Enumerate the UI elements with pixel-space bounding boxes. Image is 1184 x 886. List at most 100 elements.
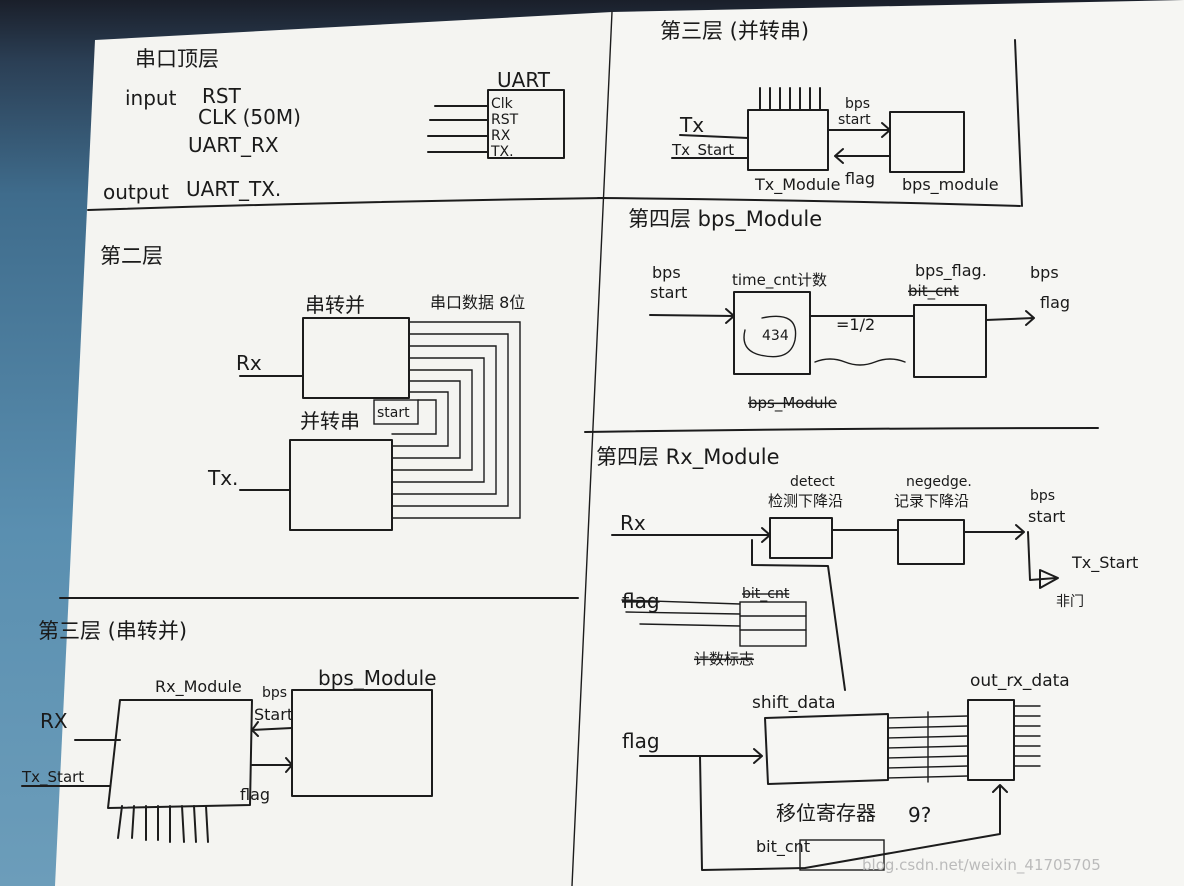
s2p-start-label: Start bbox=[254, 705, 293, 724]
negedge-box bbox=[897, 519, 965, 565]
shift-data-label: shift_data bbox=[752, 693, 836, 713]
shift-bus-lines bbox=[887, 711, 969, 783]
p2s-bps-box bbox=[889, 111, 965, 173]
p2s-tx-wire bbox=[679, 134, 749, 139]
center-fold bbox=[571, 11, 613, 886]
p2s-bps-module-label: bps_module bbox=[902, 175, 999, 195]
tx-module-label: Tx_Module bbox=[754, 175, 840, 195]
s2p-label: 串转并 bbox=[305, 293, 365, 317]
s2p-flag-label: flag bbox=[240, 785, 270, 804]
detect-en: detect bbox=[790, 474, 835, 490]
second-layer-title: 第二层 bbox=[100, 244, 163, 268]
uart-port-lines bbox=[427, 105, 489, 153]
out-data-lines bbox=[1013, 705, 1041, 767]
shift-register-box bbox=[764, 713, 889, 785]
divider-1 bbox=[87, 197, 606, 211]
rx-module-box bbox=[107, 699, 253, 809]
detect-cn: 检测下降沿 bbox=[768, 492, 843, 510]
rx4-branch bbox=[1027, 531, 1057, 581]
negedge-en: negedge. bbox=[906, 474, 972, 490]
s2p-rx-label: RX bbox=[40, 709, 68, 733]
tx-label: Tx. bbox=[207, 466, 238, 490]
detect-box bbox=[769, 517, 833, 559]
rx4-bps: bps bbox=[1030, 488, 1055, 504]
top-layer-title: 串口顶层 bbox=[135, 47, 219, 71]
output-label: output bbox=[103, 180, 169, 204]
negedge-cn: 记录下降沿 bbox=[894, 492, 969, 510]
fourth-rx-section: 第四层 Rx_Module Rx detect 检测下降沿 negedge. 记… bbox=[596, 445, 1138, 875]
uart-module-box bbox=[487, 89, 565, 159]
p2s-label: 并转串 bbox=[300, 409, 360, 433]
third-s2p-title: 第三层 (串转并) bbox=[38, 619, 187, 643]
data-bus-lines bbox=[391, 321, 521, 519]
time-cnt-label: time_cnt计数 bbox=[732, 271, 827, 290]
s2p-bps-label: bps bbox=[262, 685, 287, 701]
not-gate bbox=[1039, 569, 1059, 589]
input-clk: CLK (50M) bbox=[198, 105, 301, 129]
fourth-bps-section: 第四层 bps_Module bps start time_cnt计数 434 … bbox=[628, 207, 1070, 413]
rx4-bit-cnt-2: bit_cnt bbox=[756, 837, 810, 857]
third-p2s-section: 第三层 (并转串) Tx Tx_Start bps start flag Tx_… bbox=[660, 19, 999, 195]
p2s-parallel-in bbox=[759, 87, 821, 111]
counter-value: 434 bbox=[762, 328, 789, 344]
bps-module-label: bps_Module bbox=[318, 666, 437, 690]
count-flag-struck: 计数标志 bbox=[694, 650, 754, 668]
detect-to-shift bbox=[751, 539, 846, 691]
bps-out-arrow bbox=[985, 310, 1035, 326]
input-label: input bbox=[125, 86, 177, 110]
time-cnt-box bbox=[733, 291, 811, 375]
divider-4 bbox=[584, 427, 1099, 433]
watermark: blog.csdn.net/weixin_41705705 bbox=[862, 856, 1101, 875]
port-clk: Clk bbox=[491, 96, 514, 112]
output-uart-tx: UART_TX. bbox=[186, 177, 281, 201]
port-rst: RST bbox=[491, 112, 519, 128]
not-gate-label: 非门 bbox=[1056, 594, 1084, 610]
rx-module-label: Rx_Module bbox=[155, 677, 242, 697]
bps-in-start: start bbox=[650, 283, 687, 302]
p2s-flag-arrow bbox=[834, 148, 891, 164]
port-tx: TX. bbox=[490, 144, 514, 160]
rx-label: Rx bbox=[236, 351, 262, 375]
p2s-flag-label: flag bbox=[845, 169, 875, 188]
p2s-tx-start-label: Tx_Start bbox=[671, 141, 734, 160]
out-rx-data-box bbox=[967, 699, 1015, 781]
bps-module-box bbox=[291, 689, 433, 797]
out-rx-data-label: out_rx_data bbox=[970, 671, 1070, 691]
bps-out-flag: flag bbox=[1040, 293, 1070, 312]
left-paper bbox=[55, 12, 612, 886]
bps-out-bps: bps bbox=[1030, 263, 1059, 282]
fourth-rx-title: 第四层 Rx_Module bbox=[596, 445, 780, 470]
bps-module-struck: bps_Module bbox=[748, 394, 837, 413]
bps-in-bps: bps bbox=[652, 263, 681, 282]
right-paper bbox=[572, 0, 1184, 886]
bps-flag-box bbox=[913, 304, 987, 378]
third-s2p-section: 第三层 (串转并) Rx_Module bps_Module bps Start… bbox=[21, 619, 437, 843]
shift-reg-label: 移位寄存器 bbox=[776, 801, 876, 825]
second-layer-section: 第二层 串转并 串口数据 8位 Rx 并转串 start Tx. bbox=[100, 244, 525, 531]
uart-module-name: UART bbox=[497, 68, 551, 92]
bit-cnt-feedback bbox=[699, 755, 1008, 871]
p2s-start-arrow bbox=[827, 122, 891, 138]
squiggle-wire bbox=[814, 358, 906, 366]
start-label: start bbox=[377, 405, 410, 421]
bit-cnt-box bbox=[739, 601, 807, 647]
s2p-tx-start-label: Tx_Start bbox=[21, 768, 84, 787]
p2s-box bbox=[289, 439, 393, 531]
p2s-tx-label: Tx bbox=[679, 113, 704, 137]
rx4-bit-cnt-struck: bit_cnt bbox=[742, 586, 790, 602]
p2s-start-label: start bbox=[838, 112, 871, 128]
rx4-start: start bbox=[1028, 507, 1065, 526]
bit-cnt-2-box bbox=[799, 839, 885, 871]
counter-loop bbox=[743, 315, 797, 358]
flag-arrow bbox=[251, 757, 293, 773]
third-p2s-title: 第三层 (并转串) bbox=[660, 19, 809, 43]
eq-half-label: =1/2 bbox=[836, 315, 875, 334]
bit-cnt-rows bbox=[739, 615, 807, 631]
serial-data-label: 串口数据 8位 bbox=[430, 293, 525, 312]
flag-cnt-lines bbox=[621, 599, 741, 627]
port-rx: RX bbox=[491, 128, 511, 144]
parallel-out-lines bbox=[117, 805, 209, 843]
rx4-rx-label: Rx bbox=[620, 511, 646, 535]
divider-3 bbox=[597, 197, 1021, 207]
start-arrow bbox=[251, 721, 293, 737]
